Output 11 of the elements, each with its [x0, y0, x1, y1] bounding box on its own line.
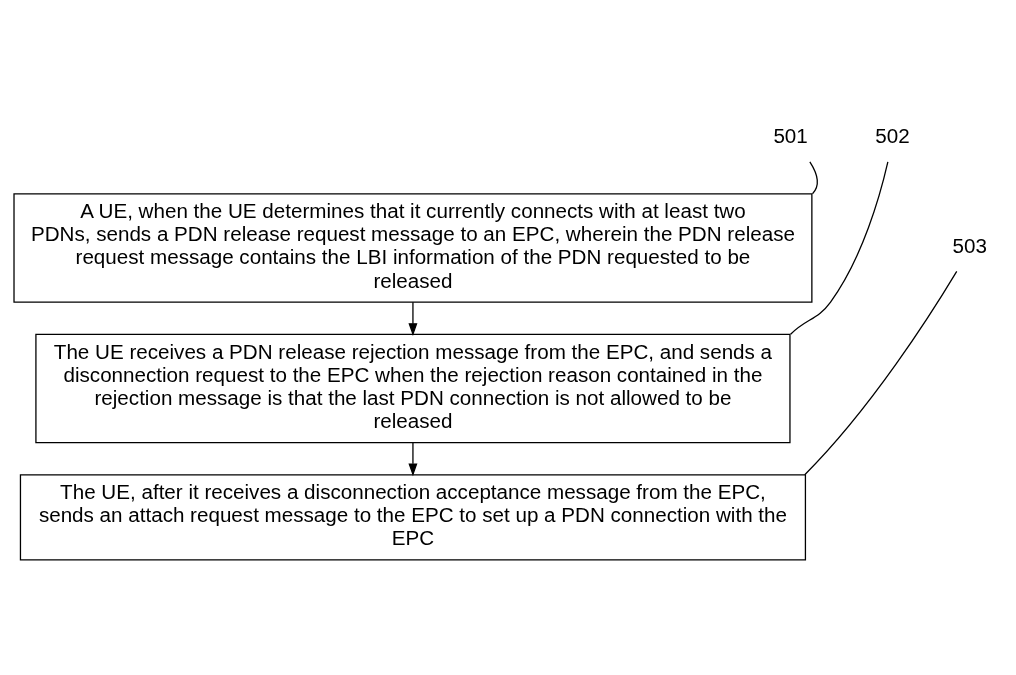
- node-text: 502: [875, 124, 910, 148]
- node-text: 501: [773, 124, 808, 148]
- node-box: The UE, after it receives a disconnection acceptance message from the EPC, sends an attach request message to the EPC to set up a PDN connection with the EPC: [19, 474, 807, 561]
- connector: [809, 161, 818, 195]
- node-text: 503: [952, 233, 987, 257]
- connector: [804, 270, 958, 476]
- arrow: [408, 442, 418, 477]
- node-box: The UE receives a PDN release rejection message from the EPC, and sends a disconnection request to the EPC when the rejection reason contained in the rejection message is that the last PDN connection is not allowed to be released: [35, 333, 791, 444]
- arrow: [408, 301, 418, 337]
- connector: [789, 161, 889, 335]
- node-box: A UE, when the UE determines that it currently connects with at least two PDNs, sends a PDN release request message to an EPC, wherein the PDN release request message contains the LBI information of the PDN requested to be released: [13, 193, 813, 303]
